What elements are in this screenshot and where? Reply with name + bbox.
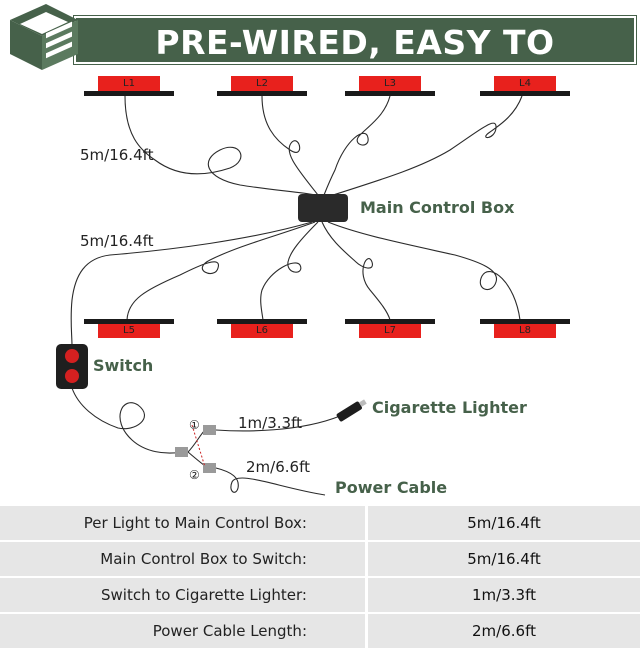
switch-button-top-icon: [65, 349, 79, 363]
light-l5-lens: [98, 324, 160, 338]
lighter-length-label: 1m/3.3ft: [238, 414, 302, 432]
light-l8-lens: [494, 324, 556, 338]
row-label: Switch to Cigarette Lighter:: [0, 578, 365, 612]
light-l6-lens: [231, 324, 293, 338]
light-label-l4: L4: [519, 78, 531, 89]
marker-1: ①: [189, 418, 200, 432]
switch-button-bottom-icon: [65, 369, 79, 383]
marker-2: ②: [189, 468, 200, 482]
switch-label: Switch: [93, 356, 154, 375]
row-label: Per Light to Main Control Box:: [0, 506, 365, 540]
light-l4-lens: [494, 76, 556, 91]
light-label-l7: L7: [384, 325, 396, 336]
light-l7-base: [345, 319, 435, 324]
switch-device: [56, 344, 88, 389]
light-label-l2: L2: [256, 78, 268, 89]
bottom-lights: [84, 319, 570, 338]
light-label-l3: L3: [384, 78, 396, 89]
row-value: 5m/16.4ft: [368, 506, 640, 540]
cigarette-lighter-plug: [336, 399, 367, 422]
row-value: 5m/16.4ft: [368, 542, 640, 576]
light-l1-base: [84, 91, 174, 96]
row-value: 2m/6.6ft: [368, 614, 640, 648]
splitter-connectors: [175, 424, 216, 473]
table-row: Main Control Box to Switch: 5m/16.4ft: [0, 541, 640, 577]
main-control-box: [298, 194, 348, 222]
light-label-l8: L8: [519, 325, 531, 336]
cigarette-lighter-label: Cigarette Lighter: [372, 398, 527, 417]
light-l3-lens: [359, 76, 421, 91]
light-l1-lens: [98, 76, 160, 91]
top-lights: [84, 76, 570, 96]
light-l6-base: [217, 319, 307, 324]
layered-e-logo-icon: [10, 4, 78, 70]
cable-length-top: 5m/16.4ft: [80, 146, 154, 164]
row-label: Power Cable Length:: [0, 614, 365, 648]
light-label-l6: L6: [256, 325, 268, 336]
table-row: Switch to Cigarette Lighter: 1m/3.3ft: [0, 577, 640, 613]
light-label-l1: L1: [123, 78, 135, 89]
light-l8-base: [480, 319, 570, 324]
light-l2-base: [217, 91, 307, 96]
row-value: 1m/3.3ft: [368, 578, 640, 612]
light-l2-lens: [231, 76, 293, 91]
cable-length-bottom: 5m/16.4ft: [80, 232, 154, 250]
light-label-l5: L5: [123, 325, 135, 336]
row-label: Main Control Box to Switch:: [0, 542, 365, 576]
table-row: Power Cable Length: 2m/6.6ft: [0, 613, 640, 649]
power-cable-label: Power Cable: [335, 478, 448, 497]
light-l4-base: [480, 91, 570, 96]
light-l5-base: [84, 319, 174, 324]
spec-table: Per Light to Main Control Box: 5m/16.4ft…: [0, 505, 640, 649]
light-l3-base: [345, 91, 435, 96]
wiring-diagram: [56, 76, 570, 496]
power-length-label: 2m/6.6ft: [246, 458, 310, 476]
main-control-box-label: Main Control Box: [360, 198, 515, 217]
table-row: Per Light to Main Control Box: 5m/16.4ft: [0, 505, 640, 541]
light-l7-lens: [359, 324, 421, 338]
